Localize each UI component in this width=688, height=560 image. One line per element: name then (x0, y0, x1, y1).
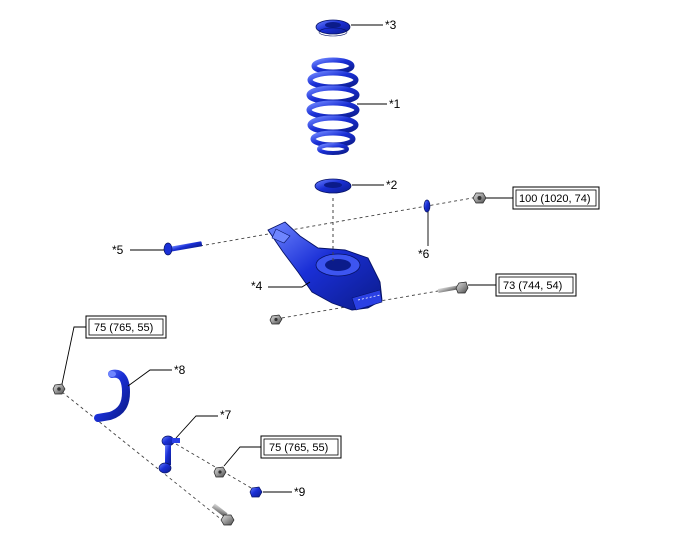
torque-value-upper-nut: 100 (1020, 74) (519, 193, 591, 205)
stabilizer-link-part (158, 435, 180, 474)
assembly-line-upper-bolt (199, 196, 479, 247)
callout-9: *9 (294, 485, 306, 499)
leader-torque-4 (223, 446, 262, 467)
leader-line-4 (268, 281, 311, 288)
callout-1: *1 (389, 97, 401, 111)
callout-5: *5 (112, 243, 124, 257)
torque-box-upper-nut: 100 (1020, 74) (512, 186, 600, 210)
torque-value-stabilizer-bar-nut: 75 (765, 55) (94, 322, 153, 334)
torque-value-stabilizer-link-nut: 75 (765, 55) (269, 442, 328, 454)
stabilizer-link-nut-part (213, 466, 227, 478)
callout-8: *8 (174, 363, 186, 377)
callout-7: *7 (220, 408, 232, 422)
coil-spring-part (306, 57, 360, 155)
upper-washer-part (423, 199, 431, 213)
callout-6: *6 (418, 247, 430, 261)
stabilizer-bar-part (94, 369, 131, 422)
lower-arm-bolt-part (437, 281, 469, 294)
lower-arm-nut-part (269, 314, 283, 325)
leader-line-8 (127, 369, 172, 387)
stabilizer-link-bolt-part (211, 503, 235, 526)
torque-box-stabilizer-link-nut: 75 (765, 55) (260, 435, 342, 459)
torque-value-lower-bolt: 73 (744, 54) (503, 280, 562, 292)
link-cap-part (249, 486, 263, 498)
callout-3: *3 (385, 18, 397, 32)
leader-line-7 (175, 415, 218, 439)
upper-spring-insulator-part (315, 19, 351, 37)
rear-lower-arm-part (267, 221, 383, 311)
torque-box-lower-bolt: 73 (744, 54) (495, 273, 577, 297)
callout-4: *4 (251, 279, 263, 293)
stabilizer-bar-nut-part (52, 383, 66, 395)
upper-nut-part (472, 192, 487, 204)
lower-spring-insulator-part (314, 178, 352, 194)
assembly-line-stabilizer-bar (61, 391, 223, 521)
upper-arm-bolt-part (163, 241, 203, 256)
callout-2: *2 (386, 178, 398, 192)
torque-box-stabilizer-bar-nut: 75 (765, 55) (85, 315, 167, 339)
leader-torque-3 (61, 326, 86, 385)
assembly-line-link-nut (175, 443, 259, 493)
